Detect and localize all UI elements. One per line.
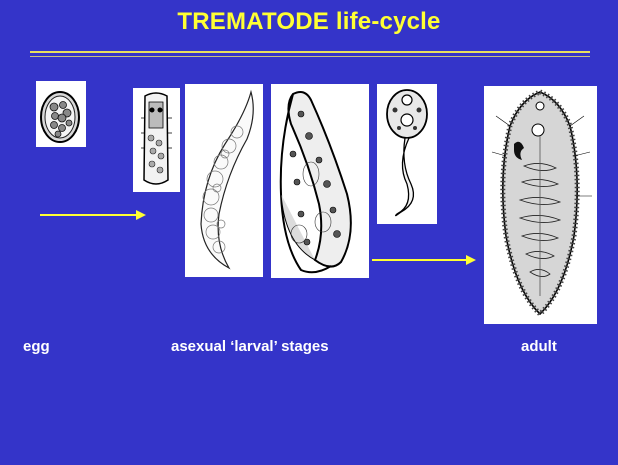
label-egg: egg [23,338,50,355]
arrow-to-adult [372,253,480,267]
cercaria-illustration [377,84,437,224]
title-underline-thin [30,56,590,57]
title-underline [30,51,590,53]
slide-title: TREMATODE life-cycle [0,8,618,36]
arrow-to-larval [40,208,150,222]
egg-illustration [36,81,86,147]
sporocyst-illustration [185,84,263,277]
adult-fluke-illustration [484,86,597,324]
miracidium-illustration [133,88,180,192]
redia-illustration [271,84,369,278]
label-adult: adult [521,338,557,355]
label-larval-stages: asexual ‘larval’ stages [171,338,329,355]
